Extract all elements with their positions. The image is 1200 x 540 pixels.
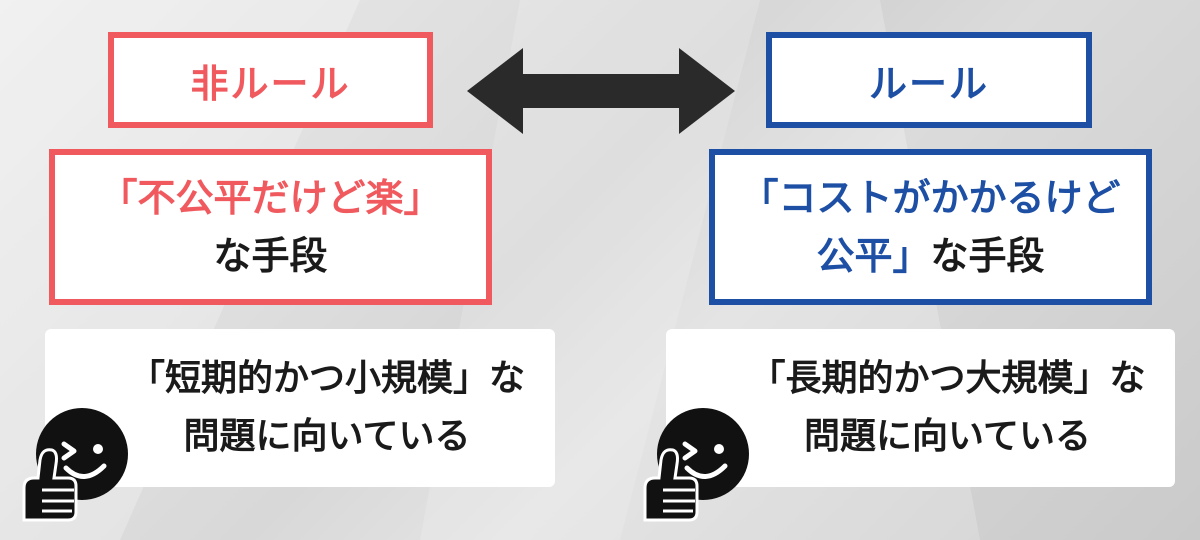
non-rule-note-line1: 「短期的かつ小規模」な (128, 358, 525, 399)
rule-note-line1: 「長期的かつ大規模」な (749, 358, 1146, 399)
winking-thumbs-up-icon (643, 408, 749, 522)
rule-description-suffix: な手段 (930, 234, 1045, 278)
double-headed-arrow-icon (467, 48, 735, 134)
rule-description-box: 「コストがかかるけど 公平」な手段 (709, 149, 1152, 305)
non-rule-description-suffix: な手段 (213, 234, 328, 278)
winking-thumbs-up-icon (22, 408, 128, 522)
non-rule-title: 非ルール (190, 61, 351, 106)
non-rule-description-highlight: 「不公平だけど楽」 (99, 176, 442, 220)
rule-description-highlight-line2: 公平」 (816, 234, 931, 278)
rule-title: ルール (868, 61, 989, 106)
non-rule-title-box: 非ルール (108, 32, 433, 128)
rule-description-line2: 公平」な手段 (816, 227, 1044, 285)
non-rule-suitability-note: 「短期的かつ小規模」な 問題に向いている (45, 329, 555, 487)
rule-description-highlight-line1: 「コストがかかるけど (740, 176, 1121, 220)
non-rule-note-line2: 問題に向いている (183, 416, 471, 457)
rule-title-box: ルール (766, 32, 1092, 128)
rule-note-line2: 問題に向いている (804, 416, 1091, 457)
non-rule-description-box: 「不公平だけど楽」 な手段 (49, 149, 492, 305)
rule-suitability-note: 「長期的かつ大規模」な 問題に向いている (666, 329, 1175, 487)
